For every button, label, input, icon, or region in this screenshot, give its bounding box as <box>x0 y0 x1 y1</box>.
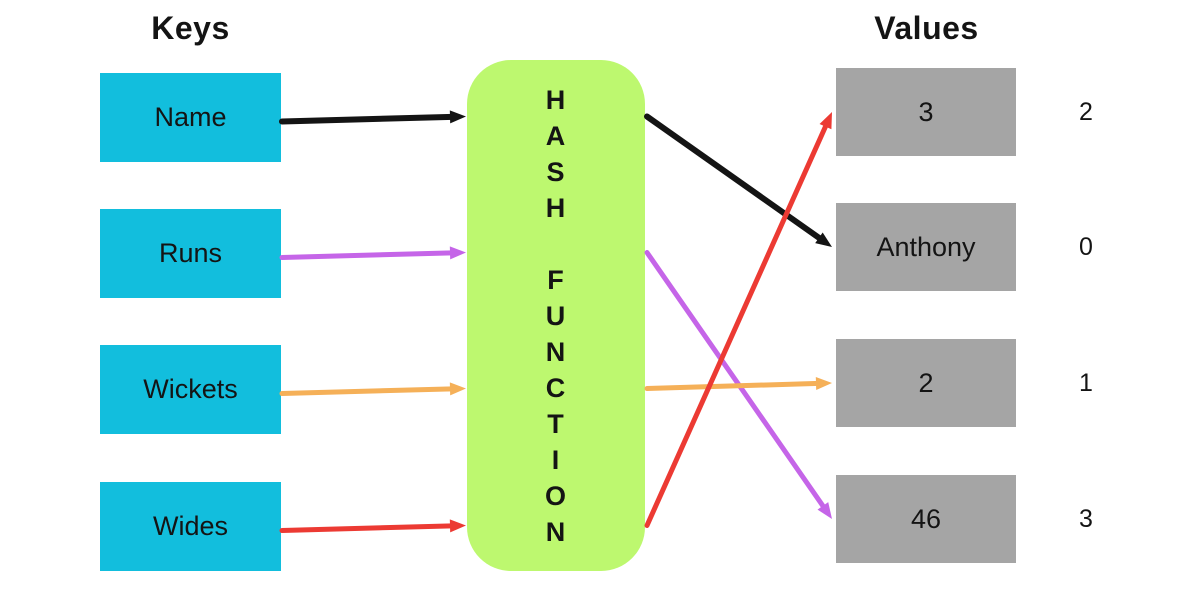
key-label-runs: Runs <box>158 238 223 268</box>
slot-index-1: 1 <box>1079 368 1093 397</box>
key-label-name: Name <box>154 102 227 132</box>
slot-index-2: 2 <box>1079 97 1093 126</box>
value-box-46: 46 <box>836 475 1016 563</box>
hash-function-label: H A S H F U N C T I O N <box>544 84 567 547</box>
key-box-runs: Runs <box>100 209 281 298</box>
value-label-46: 46 <box>910 503 942 534</box>
key-label-wides: Wides <box>152 511 228 541</box>
value-box-2: 2 <box>836 339 1016 427</box>
value-label-anthony: Anthony <box>876 231 976 262</box>
value-box-3: 3 <box>836 68 1016 156</box>
values-title: Values <box>874 10 979 46</box>
key-box-wickets: Wickets <box>100 345 281 434</box>
hash-function-box: H A S H F U N C T I O N <box>467 60 645 571</box>
slot-index-0: 0 <box>1079 232 1093 261</box>
key-box-name: Name <box>100 73 281 162</box>
slot-index-3: 3 <box>1079 504 1093 533</box>
value-label-2: 2 <box>918 367 934 398</box>
value-box-anthony: Anthony <box>836 203 1016 291</box>
key-box-wides: Wides <box>100 482 281 571</box>
keys-title: Keys <box>151 10 230 46</box>
key-label-wickets: Wickets <box>143 374 238 404</box>
value-label-3: 3 <box>918 96 934 127</box>
